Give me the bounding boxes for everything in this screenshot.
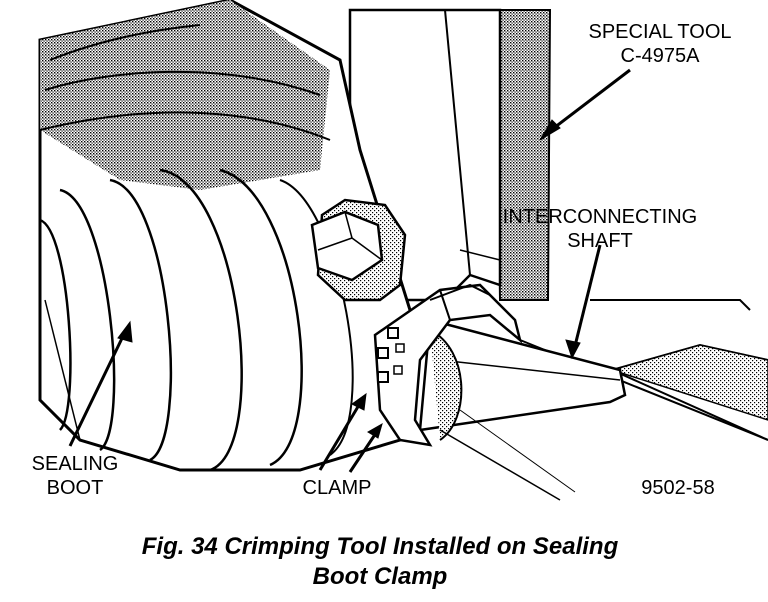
boot-label-line2: BOOT bbox=[46, 477, 104, 499]
clamp-label: CLAMP bbox=[302, 477, 372, 499]
caption-line1: Fig. 34 Crimping Tool Installed on Seali… bbox=[141, 533, 619, 560]
sealing-boot bbox=[38, 0, 412, 472]
caption-line2: Boot Clamp bbox=[312, 563, 448, 590]
hex-bolt bbox=[310, 198, 407, 302]
boot-clamp bbox=[373, 283, 523, 447]
interconnecting-shaft bbox=[418, 318, 627, 501]
figure-number: 9502-58 bbox=[641, 477, 715, 499]
floor-shadow bbox=[609, 344, 768, 421]
special-tool-label-line1: SPECIAL TOOL bbox=[588, 21, 732, 43]
special-tool-label-line2: C-4975A bbox=[620, 45, 700, 67]
shaft-label-line1: INTERCONNECTING bbox=[502, 206, 698, 228]
special-tool-label: SPECIAL TOOL C-4975A bbox=[560, 20, 760, 68]
boot-label-line1: SEALING bbox=[31, 453, 119, 475]
sealing-boot-label: SEALING BOOT bbox=[20, 452, 130, 500]
interconnecting-shaft-label: INTERCONNECTING SHAFT bbox=[495, 205, 705, 253]
leader-arrows bbox=[68, 68, 631, 473]
shaft-label-line2: SHAFT bbox=[567, 230, 633, 252]
figure-caption: Fig. 34 Crimping Tool Installed on Seali… bbox=[60, 532, 700, 592]
